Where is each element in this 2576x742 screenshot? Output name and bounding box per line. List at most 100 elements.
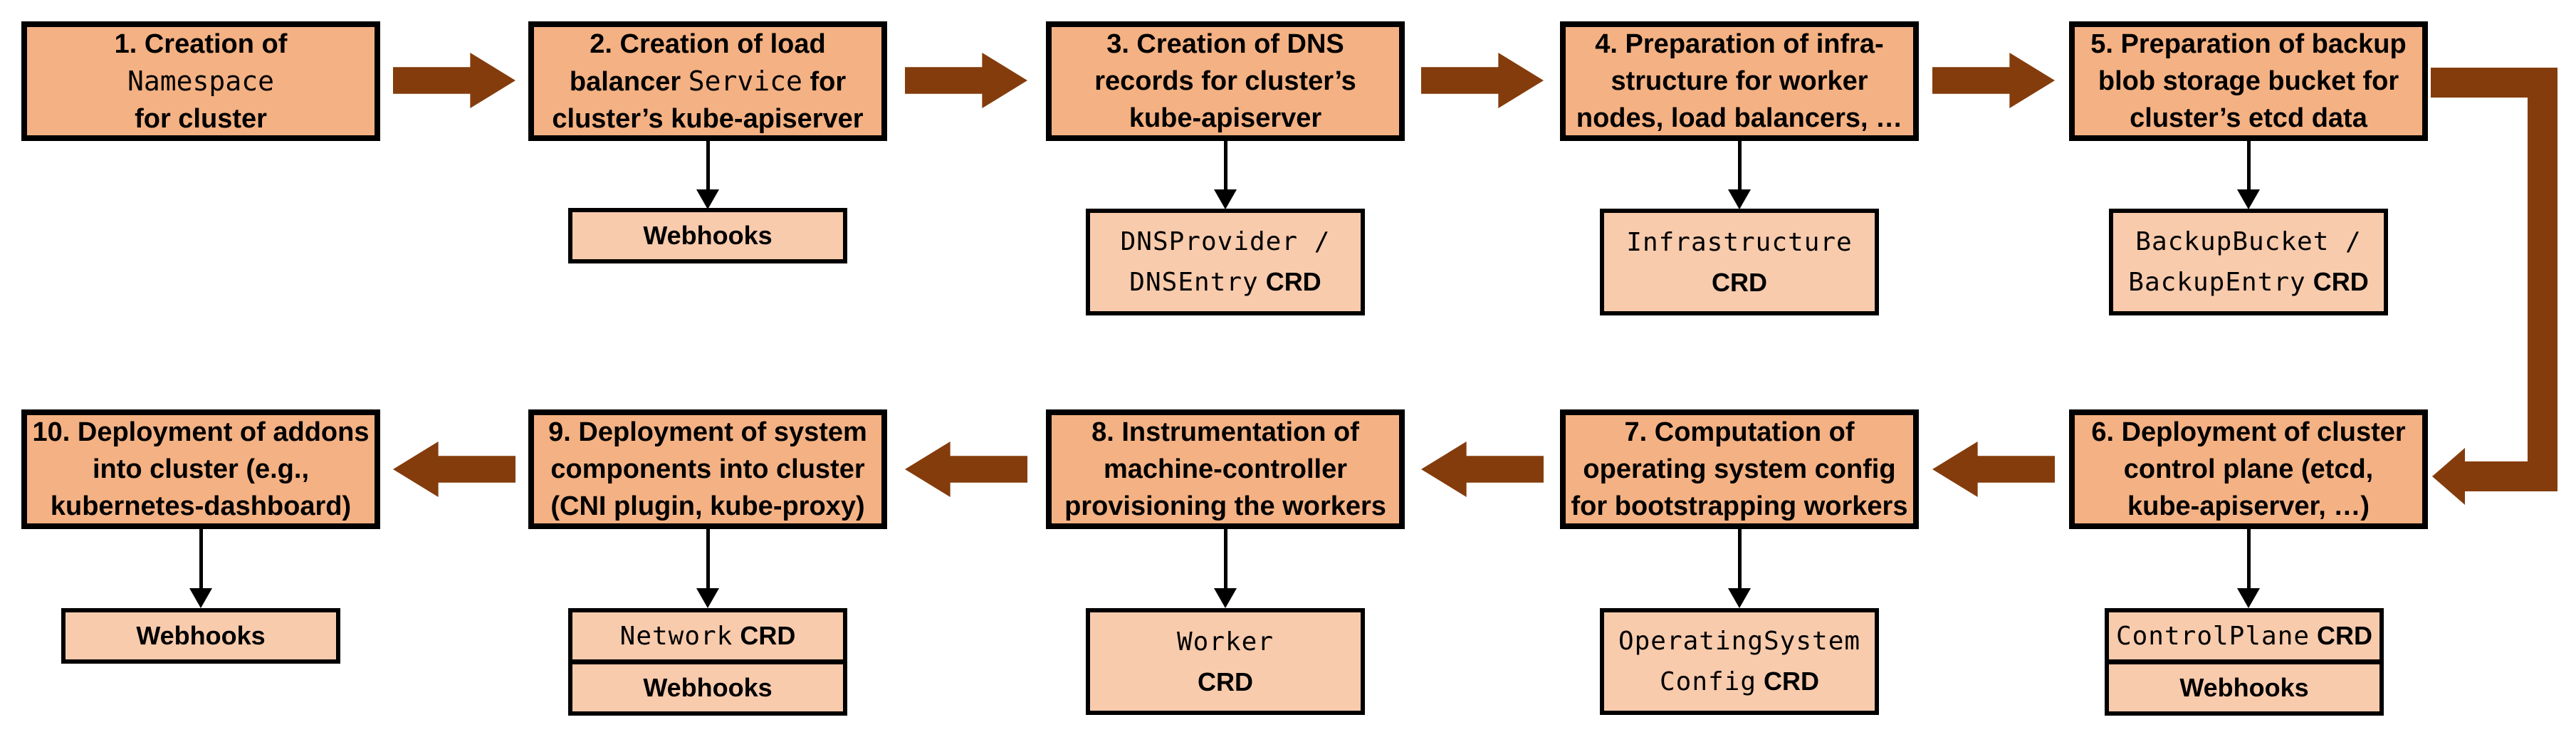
backupbucket-backupentry-crd-box: BackupBucket / BackupEntry CRD [2109, 209, 2388, 315]
step-7-box: 7. Computation of operating system confi… [1560, 409, 1919, 529]
step-3-line-2: records for cluster’s [1094, 63, 1356, 100]
step-9-line-3: (CNI plugin, kube-proxy) [550, 488, 864, 525]
arrow-step9-to-step10-icon [393, 441, 515, 497]
step-8-box: 8. Instrumentation of machine-controller… [1046, 409, 1405, 529]
down-connector-step9-arrowhead-icon [696, 588, 719, 608]
webhooks-label: Webhooks [136, 616, 265, 656]
webhooks-box-step10: Webhooks [61, 608, 340, 664]
arrow-step3-to-step4-icon [1421, 53, 1544, 108]
down-connector-step6-icon [2247, 529, 2251, 588]
step-9-text: components into cluster [550, 454, 865, 484]
crd-line: Infrastructure [1626, 222, 1852, 263]
step-6-text: control plane (etcd, [2123, 454, 2374, 484]
step-8-text: 8. Instrumentation of [1091, 417, 1359, 447]
down-connector-step5-icon [2247, 141, 2251, 189]
step-8-line-1: 8. Instrumentation of [1091, 414, 1359, 451]
step-4-box: 4. Preparation of infra- structure for w… [1560, 21, 1919, 141]
step-2-text: for [802, 66, 847, 97]
step-10-line-2: into cluster (e.g., [93, 451, 309, 488]
step-7-line-1: 7. Computation of [1625, 414, 1855, 451]
step-2-text: 2. Creation of load [590, 28, 826, 59]
step-5-text: cluster’s etcd data [2130, 103, 2367, 133]
step-3-text: 3. Creation of DNS [1106, 29, 1344, 59]
down-connector-step9-icon [706, 529, 710, 588]
arrow-step4-to-step5-icon [1932, 53, 2055, 108]
step-5-text: blob storage bucket for [2098, 66, 2399, 96]
step-2-line-3: cluster’s kube-apiserver [552, 100, 863, 137]
down-connector-step4-arrowhead-icon [1728, 189, 1751, 209]
step-2-line-1: 2. Creation of load [590, 26, 825, 63]
step-7-line-2: operating system config [1583, 451, 1895, 488]
crd-line: BackupBucket / [2135, 221, 2361, 262]
down-connector-step2-arrowhead-icon [696, 189, 719, 209]
crd-label: CRD [1756, 667, 1820, 696]
crd-label: CRD [733, 621, 796, 650]
step-1-text: 1. Creation of [114, 28, 288, 59]
step-2-line-2: balancer Service for [570, 63, 846, 100]
step-3-line-3: kube-apiserver [1129, 100, 1321, 137]
crd-label: CRD [1258, 267, 1321, 296]
crd-line: Config CRD [1660, 662, 1819, 702]
down-connector-step7-arrowhead-icon [1728, 588, 1751, 608]
step-7-text: 7. Computation of [1624, 417, 1855, 447]
infrastructure-crd-box: Infrastructure CRD [1600, 209, 1879, 315]
step-10-text: into cluster (e.g., [92, 454, 310, 484]
step-2-box: 2. Creation of load balancer Service for… [528, 21, 887, 141]
down-connector-step2-icon [706, 141, 710, 189]
webhooks-text: Webhooks [136, 621, 266, 650]
step-3-line-1: 3. Creation of DNS [1106, 26, 1344, 63]
webhooks-cell: Webhooks [572, 659, 843, 711]
step-3-box: 3. Creation of DNS records for cluster’s… [1046, 21, 1405, 141]
webhooks-label: Webhooks [643, 216, 772, 256]
step-8-text: provisioning the workers [1064, 491, 1386, 521]
network-crd-cell: Network CRD [572, 612, 843, 659]
step-1-box: 1. Creation of Namespace for cluster [21, 21, 380, 141]
elbow-arrow-step5-to-step6-vertical-icon [2528, 68, 2557, 491]
down-connector-step10-icon [199, 529, 203, 588]
service-resource-label: Service [688, 65, 802, 97]
webhooks-text: Webhooks [643, 221, 773, 250]
down-connector-step3-arrowhead-icon [1214, 189, 1237, 209]
down-connector-step3-icon [1224, 141, 1227, 189]
step-9-text: (CNI plugin, kube-proxy) [550, 491, 865, 521]
step-1-text: for cluster [135, 103, 267, 134]
dnsprovider-resource-label: DNSProvider / [1120, 227, 1331, 256]
controlplane-crd-cell: ControlPlane CRD [2109, 612, 2379, 659]
step-2-text: cluster’s kube-apiserver [552, 103, 864, 134]
arrow-step1-to-step2-icon [393, 53, 515, 108]
step-9-box: 9. Deployment of system components into … [528, 409, 887, 529]
controlplane-resource-label: ControlPlane [2115, 621, 2310, 651]
step-7-line-3: for bootstrapping workers [1571, 488, 1908, 525]
step-4-text: structure for worker [1611, 66, 1868, 96]
step-1-line-1: 1. Creation of [115, 26, 288, 63]
network-crd-webhooks-box: Network CRD Webhooks [568, 608, 847, 716]
controlplane-crd-webhooks-box: ControlPlane CRD Webhooks [2105, 608, 2384, 716]
step-10-line-3: kubernetes-dashboard) [51, 488, 351, 525]
step-6-text: 6. Deployment of cluster [2091, 417, 2406, 447]
step-1-line-2: Namespace [127, 63, 274, 100]
arrow-step6-to-step7-icon [1932, 441, 2055, 497]
step-8-line-2: machine-controller [1104, 451, 1347, 488]
worker-resource-label: Worker [1176, 627, 1274, 657]
step-10-text: kubernetes-dashboard) [50, 491, 352, 521]
network-resource-label: Network [619, 621, 733, 651]
step-4-line-1: 4. Preparation of infra- [1595, 26, 1883, 63]
crd-line: CRD [1198, 662, 1253, 702]
webhooks-text: Webhooks [2179, 673, 2309, 702]
backupentry-resource-label: BackupEntry [2128, 268, 2306, 297]
webhooks-box-step2: Webhooks [568, 208, 847, 263]
arrow-step2-to-step3-icon [905, 53, 1027, 108]
step-3-text: kube-apiserver [1129, 103, 1322, 133]
crd-line: OperatingSystem [1618, 621, 1860, 662]
step-5-line-1: 5. Preparation of backup [2090, 26, 2406, 63]
step-6-text: kube-apiserver, …) [2127, 491, 2370, 521]
step-5-box: 5. Preparation of backup blob storage bu… [2069, 21, 2428, 141]
crd-line: DNSProvider / [1121, 221, 1331, 262]
crd-label: CRD [1198, 667, 1253, 696]
down-connector-step6-arrowhead-icon [2237, 588, 2260, 608]
step-8-text: machine-controller [1103, 454, 1348, 484]
step-6-box: 6. Deployment of cluster control plane (… [2069, 409, 2428, 529]
crd-line: DNSEntry CRD [1129, 262, 1321, 303]
step-5-line-2: blob storage bucket for [2098, 63, 2399, 100]
